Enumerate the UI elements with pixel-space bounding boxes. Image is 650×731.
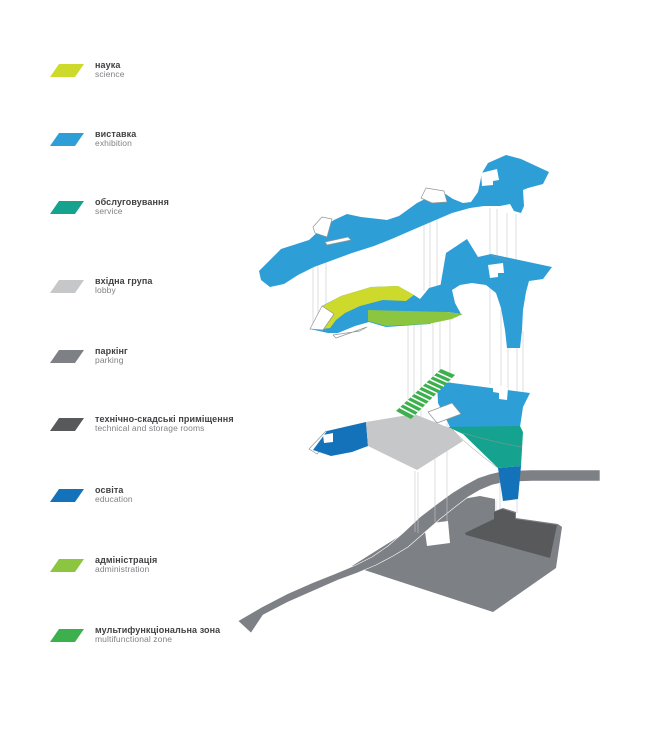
parking-level (237, 469, 601, 634)
legend-label-en: parking (95, 355, 124, 366)
legend-label-en: science (95, 69, 125, 80)
legend-label-uk: наука (95, 60, 121, 70)
lobby-zone (366, 414, 463, 470)
legend-label-uk: мультифункціональна зона (95, 625, 221, 635)
education-swatch-icon (50, 489, 84, 502)
ground-floor (308, 369, 530, 501)
legend-label-uk: освіта (95, 485, 124, 495)
legend-label-uk: технічно-скадські приміщення (95, 414, 234, 424)
stairs-landing (427, 402, 462, 424)
legend-label-en: multifunctional zone (95, 634, 173, 645)
service-zone (448, 426, 523, 468)
lobby-swatch-icon (50, 280, 84, 293)
service-swatch-icon (50, 201, 84, 214)
administration-swatch-icon (50, 559, 84, 572)
second-floor (309, 239, 552, 348)
legend-label-uk: обслуговування (95, 197, 169, 207)
legend-label-en: education (95, 494, 133, 505)
roof-skylight-mid (420, 187, 448, 204)
legend-label-en: technical and storage rooms (95, 423, 205, 434)
service-seam (451, 428, 499, 469)
floor2-canopy (332, 326, 368, 339)
multifunctional-stairs (396, 369, 455, 419)
roof-canopy (324, 236, 352, 246)
legend-label-uk: виставка (95, 129, 137, 139)
education-zone-south (498, 466, 521, 501)
legend-label-uk: вхідна група (95, 276, 153, 286)
exhibition-ground-cutout (493, 385, 508, 400)
exhibition-swatch-icon (50, 133, 84, 146)
exhibition-zone-roof (259, 155, 549, 287)
education-west-cutout (323, 433, 333, 443)
multifunctional-swatch-icon (50, 629, 84, 642)
roof-skylight-east (481, 169, 499, 186)
legend-label-en: administration (95, 564, 150, 575)
floor2-entry-tip (309, 305, 335, 331)
access-road (237, 469, 601, 634)
legend-label-en: lobby (95, 285, 116, 296)
legend-label-en: exhibition (95, 138, 132, 149)
science-swatch-icon (50, 64, 84, 77)
science-zone (321, 286, 414, 329)
administration-zone (368, 310, 463, 326)
legend-label-uk: адміністрація (95, 555, 158, 565)
floor2-skylight (488, 263, 504, 278)
legend-label-en: service (95, 206, 123, 217)
technical-storage-zone (465, 509, 557, 558)
floor2-seam (490, 254, 509, 262)
service-seam-2 (462, 432, 523, 448)
legend-label-uk: паркінг (95, 346, 128, 356)
education-zone-west (313, 422, 368, 456)
top-floor (259, 155, 549, 287)
roof-skylight-west (312, 216, 333, 238)
parking-swatch-icon (50, 350, 84, 363)
technical-swatch-icon (50, 418, 84, 431)
